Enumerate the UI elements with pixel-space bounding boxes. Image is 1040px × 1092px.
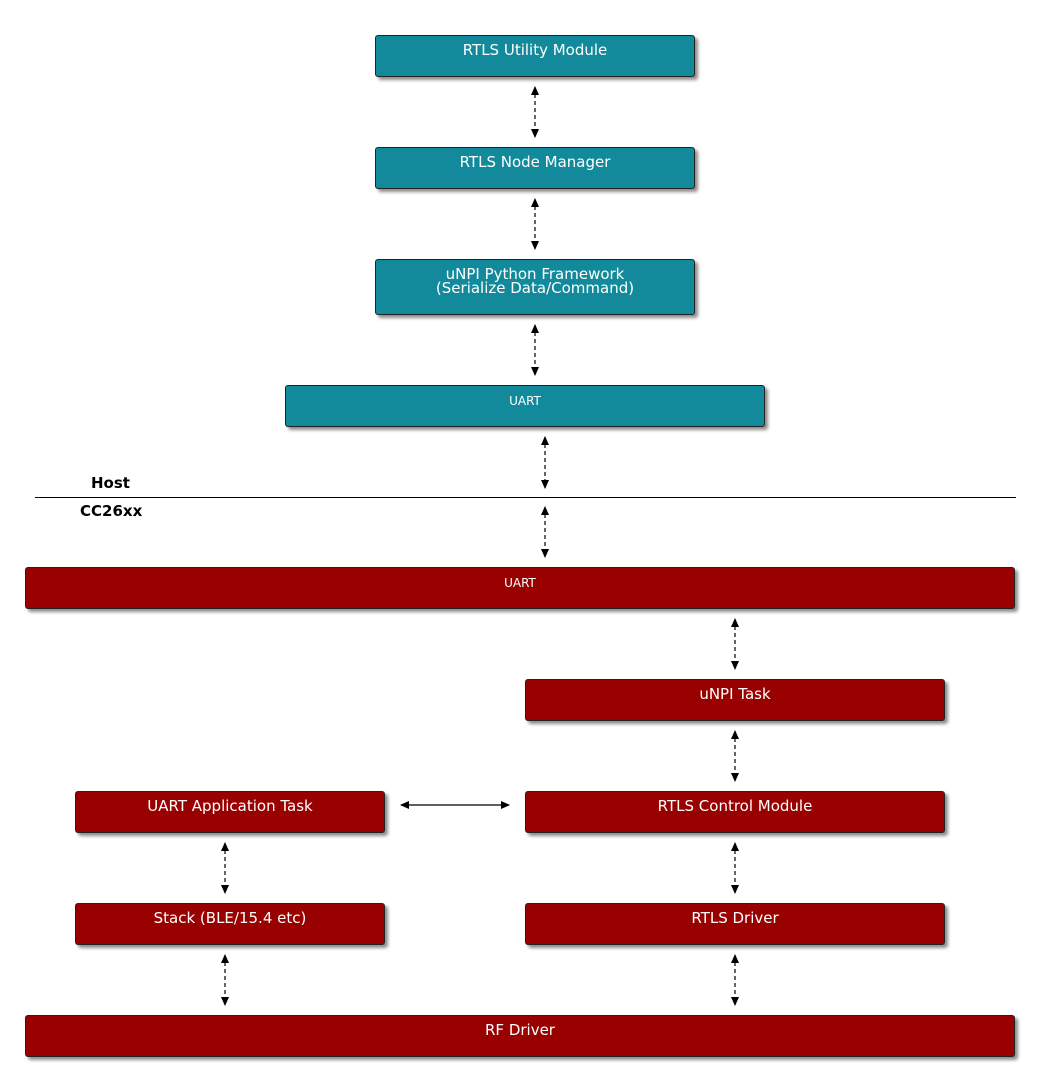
rtls-node-manager-label: RTLS Node Manager (459, 153, 611, 171)
rtls-utility-module-label: RTLS Utility Module (462, 41, 608, 59)
rtls-utility-module-box: RTLS Utility Module (375, 35, 695, 77)
uart-application-task-box: UART Application Task (75, 791, 385, 833)
rtls-node-manager-box: RTLS Node Manager (375, 147, 695, 189)
rtls-driver-label: RTLS Driver (691, 909, 779, 927)
stack-label: Stack (BLE/15.4 etc) (153, 909, 307, 927)
rtls-control-module-label: RTLS Control Module (657, 797, 813, 815)
host-uart-box: UART (285, 385, 765, 427)
unpi-task-label: uNPI Task (699, 685, 771, 703)
host-section-label: Host (91, 474, 130, 492)
unpi-python-framework-label: uNPI Python Framework (Serialize Data/Co… (435, 265, 635, 297)
rtls-driver-box: RTLS Driver (525, 903, 945, 945)
device-uart-box: UART (25, 567, 1015, 609)
unpi-python-framework-box: uNPI Python Framework (Serialize Data/Co… (375, 259, 695, 315)
device-uart-label: UART (504, 576, 536, 590)
unpi-task-box: uNPI Task (525, 679, 945, 721)
host-device-divider (35, 497, 1016, 498)
rtls-control-module-box: RTLS Control Module (525, 791, 945, 833)
device-section-label: CC26xx (80, 502, 143, 520)
rf-driver-box: RF Driver (25, 1015, 1015, 1057)
stack-box: Stack (BLE/15.4 etc) (75, 903, 385, 945)
rf-driver-label: RF Driver (485, 1021, 555, 1039)
uart-application-task-label: UART Application Task (147, 797, 313, 815)
host-uart-label: UART (509, 394, 541, 408)
